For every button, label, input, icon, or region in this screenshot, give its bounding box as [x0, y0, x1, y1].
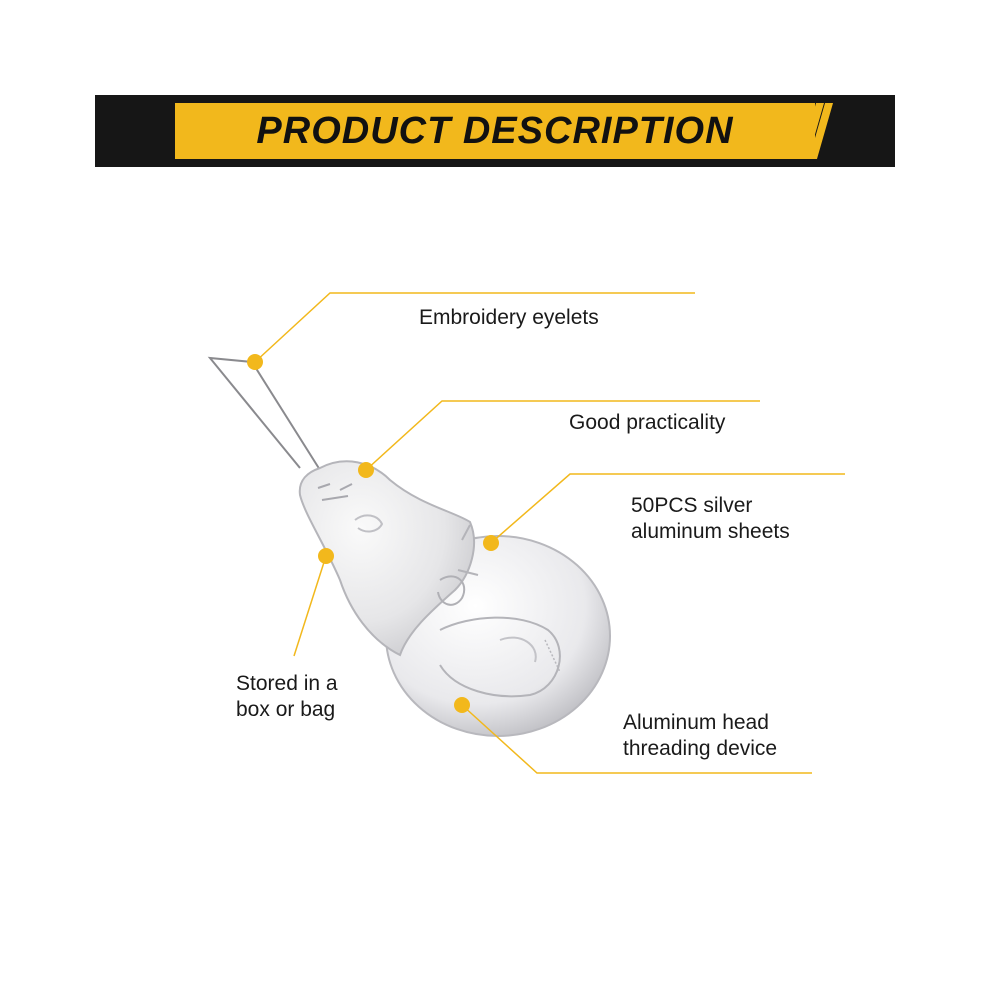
callout-dot-practicality [358, 462, 374, 478]
callout-stored-label-2: box or bag [236, 698, 336, 721]
banner-highlight [175, 103, 815, 159]
callout-dot-head [454, 697, 470, 713]
wire-loop [207, 356, 321, 471]
leader-stored [293, 555, 327, 657]
header-banner: PRODUCT DESCRIPTION [95, 95, 895, 167]
leader-head [461, 704, 812, 774]
callout-practicality-label: Good practicality [569, 411, 726, 434]
callout-stored-label-1: Stored in a [236, 672, 338, 695]
threader-body [298, 460, 475, 657]
callout-sheets-label-2: aluminum sheets [631, 520, 790, 543]
callout-head-label-1: Aluminum head [623, 711, 769, 734]
callout-dot-embroidery [247, 354, 263, 370]
callout-embroidery-label: Embroidery eyelets [419, 306, 599, 329]
callout-sheets-label-1: 50PCS silver [631, 494, 753, 517]
callout-head-label-2: threading device [623, 737, 778, 760]
banner-title: PRODUCT DESCRIPTION [256, 110, 734, 152]
leader-practicality [365, 400, 760, 471]
leader-sheets [490, 473, 845, 544]
callout-dot-sheets [483, 535, 499, 551]
callout-dot-stored [318, 548, 334, 564]
leader-embroidery [254, 292, 695, 363]
